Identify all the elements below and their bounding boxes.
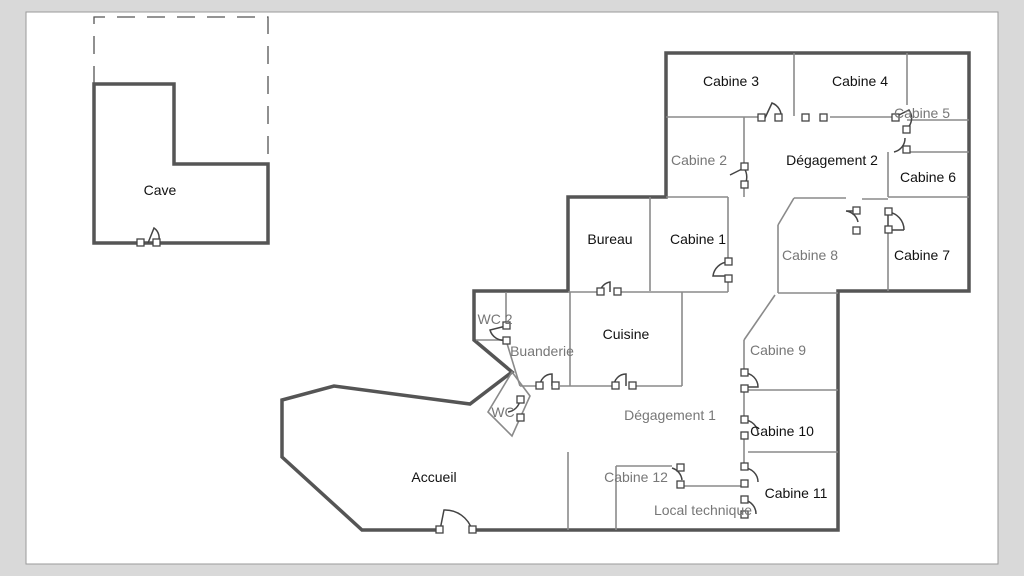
cave-dashed-outline [93,16,269,165]
room-label-degagement-1: Dégagement 1 [624,407,716,423]
main-building-walls [280,51,971,532]
room-label-cabine-7: Cabine 7 [894,247,950,263]
room-label-cabine-9: Cabine 9 [750,342,806,358]
room-label-wc-2: WC 2 [478,311,513,327]
room-label-accueil: Accueil [411,469,456,485]
room-label-cuisine: Cuisine [603,326,650,342]
room-label-bureau: Bureau [587,231,632,247]
room-labels: Cave Cabine 3 Cabine 4 Cabine 5 Cabine 2… [144,73,957,518]
room-label-cabine-2: Cabine 2 [671,152,727,168]
room-label-cabine-4: Cabine 4 [832,73,888,89]
room-label-degagement-2: Dégagement 2 [786,152,878,168]
room-label-cabine-1: Cabine 1 [670,231,726,247]
room-label-cabine-3: Cabine 3 [703,73,759,89]
room-label-cabine-6: Cabine 6 [900,169,956,185]
cave-walls [92,82,270,245]
room-label-buanderie: Buanderie [510,343,574,359]
room-label-local-technique: Local technique [654,502,752,518]
interior-walls [476,53,969,530]
room-label-cave: Cave [144,182,177,198]
room-label-cabine-10: Cabine 10 [750,423,814,439]
door-jambs [136,113,911,534]
room-label-wc: WC [491,404,514,420]
cave-structure [92,16,270,245]
room-label-cabine-5: Cabine 5 [894,105,950,121]
room-label-cabine-12: Cabine 12 [604,469,668,485]
room-label-cabine-8: Cabine 8 [782,247,838,263]
paper-sheet [25,11,999,565]
room-label-cabine-11: Cabine 11 [765,485,828,501]
